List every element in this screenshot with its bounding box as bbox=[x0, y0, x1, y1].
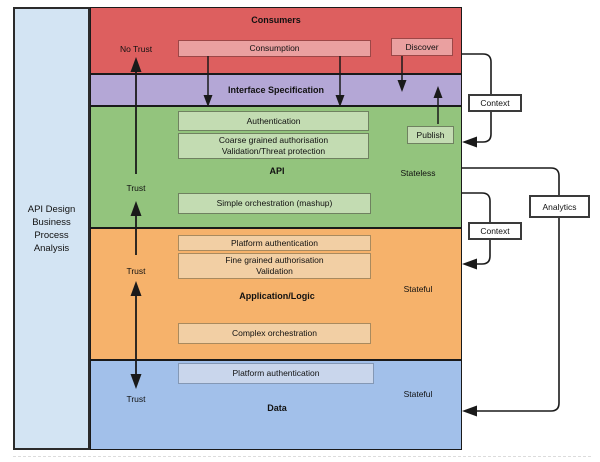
context-middle-arrowhead bbox=[462, 258, 477, 270]
context-middle-label: Context bbox=[480, 226, 510, 236]
data-band: Platform authentication Data Stateful bbox=[90, 360, 462, 450]
coarse-grained-line2: Validation/Threat protection bbox=[221, 146, 326, 156]
api-title: API bbox=[269, 166, 285, 176]
complex-orchestration-label: Complex orchestration bbox=[231, 328, 318, 338]
context-box-middle: Context bbox=[468, 222, 522, 240]
sidebar-label-line: API Design bbox=[27, 203, 76, 215]
data-title: Data bbox=[267, 403, 287, 413]
platform-authentication-box-application: Platform authentication bbox=[178, 235, 371, 251]
consumers-band: Consumers Consumption Discover bbox=[90, 7, 462, 74]
trust-label-data: Trust bbox=[126, 394, 146, 404]
trust-label-api: Trust bbox=[126, 183, 146, 193]
platform-authentication-box-data: Platform authentication bbox=[178, 363, 374, 384]
authentication-box: Authentication bbox=[178, 111, 369, 131]
publish-box: Publish bbox=[407, 126, 454, 144]
complex-orchestration-box: Complex orchestration bbox=[178, 323, 371, 344]
fine-grained-line2: Validation bbox=[256, 266, 293, 276]
page-edge-dashes bbox=[13, 456, 591, 457]
fine-grained-line1: Fine grained authorisation bbox=[225, 255, 324, 265]
coarse-grained-authorisation-box: Coarse grained authorisation Validation/… bbox=[178, 133, 369, 159]
sidebar-label-line: Process bbox=[34, 229, 69, 241]
platform-authentication-label: Platform authentication bbox=[231, 237, 318, 248]
sidebar-panel: API Design Business Process Analysis bbox=[13, 7, 90, 450]
publish-label: Publish bbox=[416, 129, 445, 140]
context-top-label: Context bbox=[480, 98, 510, 108]
trust-label-application: Trust bbox=[126, 266, 146, 276]
stateful-label-data: Stateful bbox=[403, 389, 433, 399]
sidebar-label-line: Analysis bbox=[33, 242, 70, 254]
stateless-label: Stateless bbox=[400, 168, 436, 178]
platform-authentication-label: Platform authentication bbox=[232, 368, 320, 378]
simple-orchestration-box: Simple orchestration (mashup) bbox=[178, 193, 371, 214]
fine-grained-authorisation-box: Fine grained authorisation Validation bbox=[178, 253, 371, 279]
api-band: Authentication Coarse grained authorisat… bbox=[90, 106, 462, 228]
no-trust-label: No Trust bbox=[119, 44, 153, 54]
analytics-box: Analytics bbox=[529, 195, 590, 218]
consumers-title: Consumers bbox=[251, 15, 301, 25]
discover-label: Discover bbox=[405, 41, 439, 52]
interface-specification-title: Interface Specification bbox=[227, 85, 325, 95]
consumption-box: Consumption bbox=[178, 40, 371, 57]
analytics-label: Analytics bbox=[542, 201, 577, 212]
stateful-label-application: Stateful bbox=[403, 284, 433, 294]
interface-specification-band: Interface Specification bbox=[90, 74, 462, 106]
application-logic-title: Application/Logic bbox=[239, 291, 315, 301]
sidebar-label-line: Business bbox=[32, 216, 71, 228]
consumption-label: Consumption bbox=[249, 43, 300, 53]
analytics-arrowhead bbox=[462, 405, 477, 417]
discover-box: Discover bbox=[391, 38, 453, 56]
authentication-label: Authentication bbox=[246, 115, 301, 126]
application-logic-band: Platform authentication Fine grained aut… bbox=[90, 228, 462, 360]
context-top-arrowhead bbox=[462, 136, 477, 148]
simple-orchestration-label: Simple orchestration (mashup) bbox=[216, 198, 333, 208]
coarse-grained-line1: Coarse grained authorisation bbox=[218, 135, 329, 145]
context-box-top: Context bbox=[468, 94, 522, 112]
